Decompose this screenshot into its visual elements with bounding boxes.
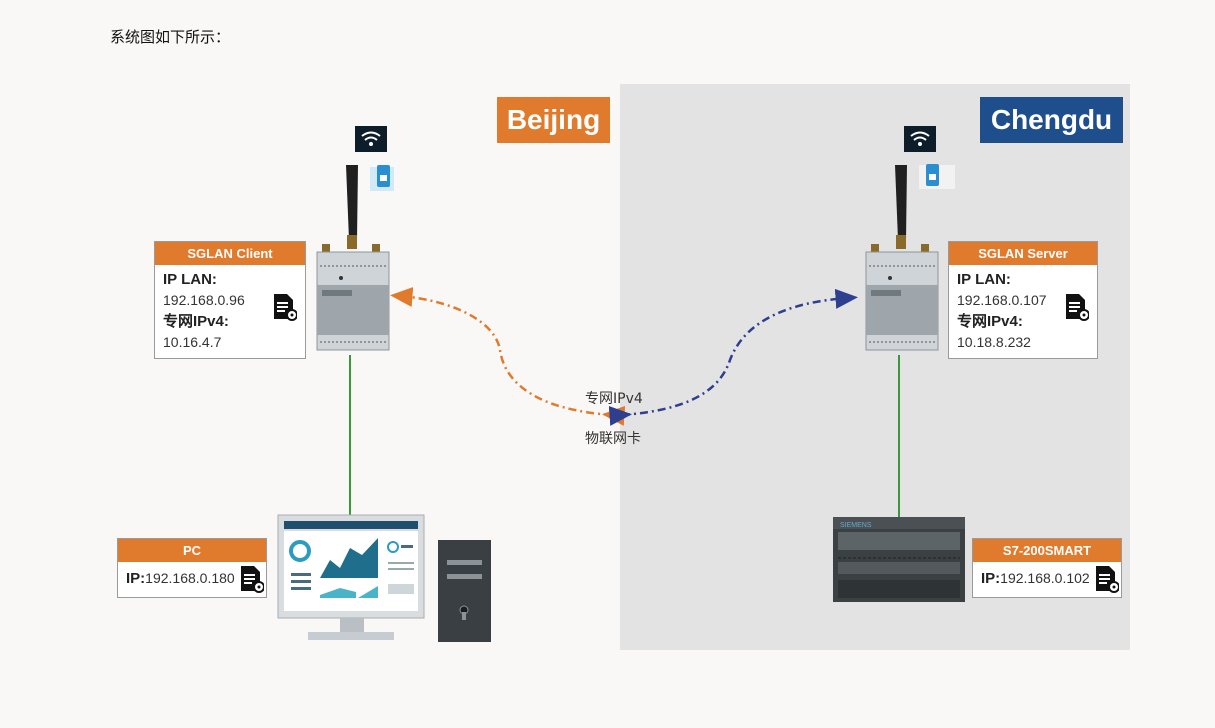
document-gear-icon bbox=[241, 566, 264, 593]
server-info-card: SGLAN Server IP LAN: 192.168.0.107 专网IPv… bbox=[948, 241, 1098, 359]
document-gear-icon bbox=[274, 294, 297, 321]
client-vpn-value: 10.16.4.7 bbox=[163, 334, 222, 350]
pc-tower bbox=[438, 540, 491, 642]
client-ip-lan-label: IP LAN: bbox=[163, 271, 217, 288]
client-vpn-label: 专网IPv4: bbox=[163, 313, 229, 330]
pc-ip-label: IP: bbox=[126, 570, 146, 587]
plc-ip-value: 192.168.0.102 bbox=[1000, 570, 1090, 586]
plc-info-card: S7-200SMART IP:192.168.0.102 bbox=[972, 538, 1122, 598]
document-gear-icon bbox=[1066, 294, 1089, 321]
chengdu-label: Chengdu bbox=[980, 97, 1123, 143]
client-router-device bbox=[316, 165, 390, 351]
server-router-device bbox=[865, 165, 939, 351]
beijing-label: Beijing bbox=[497, 97, 610, 143]
client-info-card: SGLAN Client IP LAN: 192.168.0.96 专网IPv4… bbox=[154, 241, 306, 359]
plc-device: SIEMENS bbox=[833, 517, 965, 602]
client-vpn-link bbox=[390, 287, 626, 426]
link-label-iot-sim: 物联网卡 bbox=[585, 431, 641, 447]
plc-card-title: S7-200SMART bbox=[973, 539, 1121, 562]
client-card-title: SGLAN Client bbox=[155, 242, 305, 265]
client-sim-card-icon bbox=[370, 165, 394, 191]
server-sim-card-icon bbox=[919, 164, 955, 189]
pc-info-card: PC IP:192.168.0.180 bbox=[117, 538, 267, 598]
pc-monitor bbox=[277, 514, 425, 640]
client-ip-lan-value: 192.168.0.96 bbox=[163, 292, 245, 308]
pc-card-title: PC bbox=[118, 539, 266, 562]
server-vpn-link bbox=[608, 288, 858, 426]
server-ip-lan-value: 192.168.0.107 bbox=[957, 292, 1047, 308]
server-vpn-value: 10.18.8.232 bbox=[957, 334, 1031, 350]
server-wifi-icon bbox=[904, 126, 936, 152]
server-ip-lan-label: IP LAN: bbox=[957, 271, 1011, 288]
svg-text:SIEMENS: SIEMENS bbox=[840, 522, 872, 529]
intro-text: 系统图如下所示： bbox=[110, 28, 231, 46]
link-label-vpn: 专网IPv4 bbox=[585, 391, 643, 407]
server-card-title: SGLAN Server bbox=[949, 242, 1097, 265]
plc-ip-label: IP: bbox=[981, 570, 1001, 587]
pc-ip-value: 192.168.0.180 bbox=[145, 570, 235, 586]
server-vpn-label: 专网IPv4: bbox=[957, 313, 1023, 330]
client-wifi-icon bbox=[355, 126, 387, 152]
document-gear-icon bbox=[1096, 566, 1119, 593]
